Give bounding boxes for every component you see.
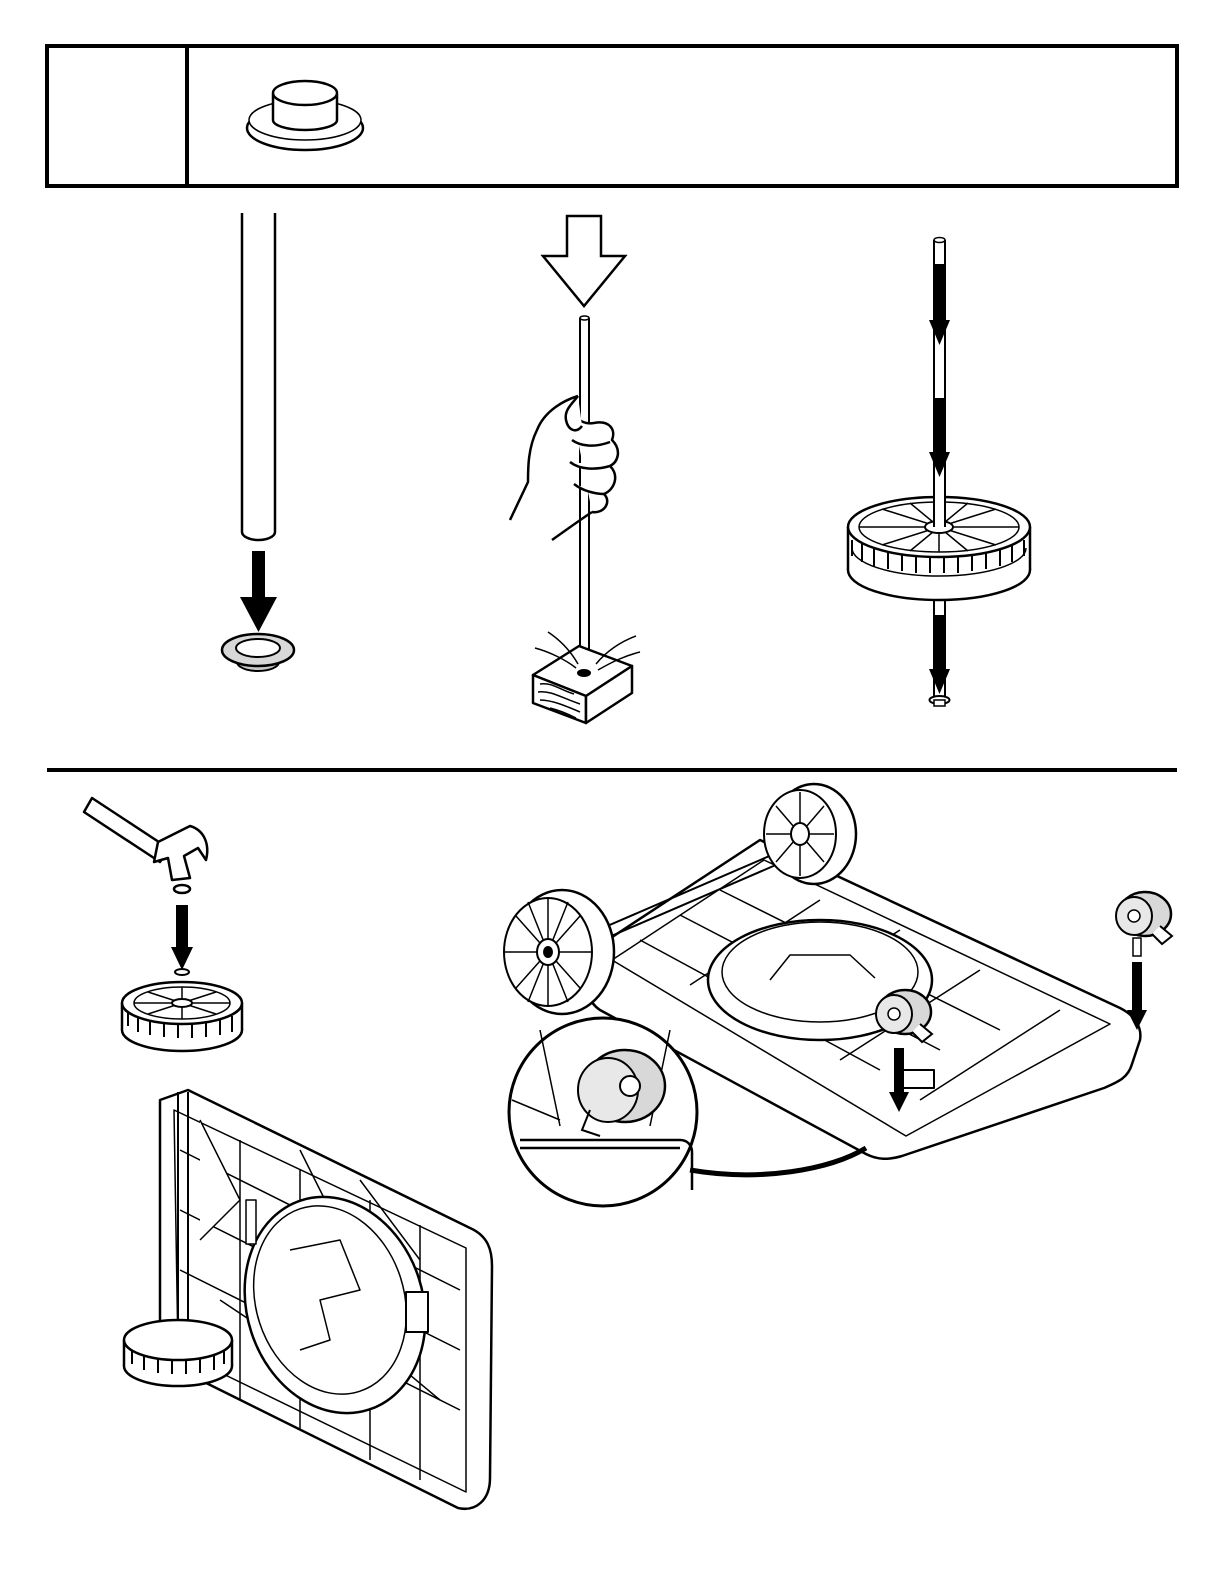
wheel-icon xyxy=(848,490,1030,600)
parts-box xyxy=(47,46,1177,186)
down-arrow-icon xyxy=(929,615,950,694)
front-wheel-icon xyxy=(504,890,614,1014)
hammer-icon xyxy=(84,798,207,893)
axle-rod xyxy=(580,316,589,672)
down-arrow-icon xyxy=(929,264,950,345)
down-arrow-icon xyxy=(171,905,193,970)
figure-wheel-on-axle xyxy=(848,238,1030,707)
height-adjuster-icon xyxy=(1116,892,1172,956)
push-cap-icon xyxy=(222,634,294,671)
wood-block xyxy=(533,632,640,723)
rear-wheel-icon xyxy=(764,784,856,884)
hollow-down-arrow-icon xyxy=(543,216,625,306)
push-cap-icon xyxy=(930,696,950,706)
push-cap-icon xyxy=(175,969,189,975)
down-arrow-icon xyxy=(240,551,277,632)
hand-icon xyxy=(510,396,618,540)
figure-seat-cap-in-wood xyxy=(510,216,640,723)
wheel-icon xyxy=(122,982,242,1051)
figure-hammer-wheel xyxy=(84,798,492,1509)
mower-deck-side-view xyxy=(160,1090,492,1509)
figure-cap-onto-axle xyxy=(222,213,294,671)
wheel-icon xyxy=(124,1320,232,1386)
axle-rod xyxy=(242,213,275,540)
down-arrow-icon xyxy=(929,398,950,477)
figure-deck-assembly xyxy=(504,784,1172,1206)
